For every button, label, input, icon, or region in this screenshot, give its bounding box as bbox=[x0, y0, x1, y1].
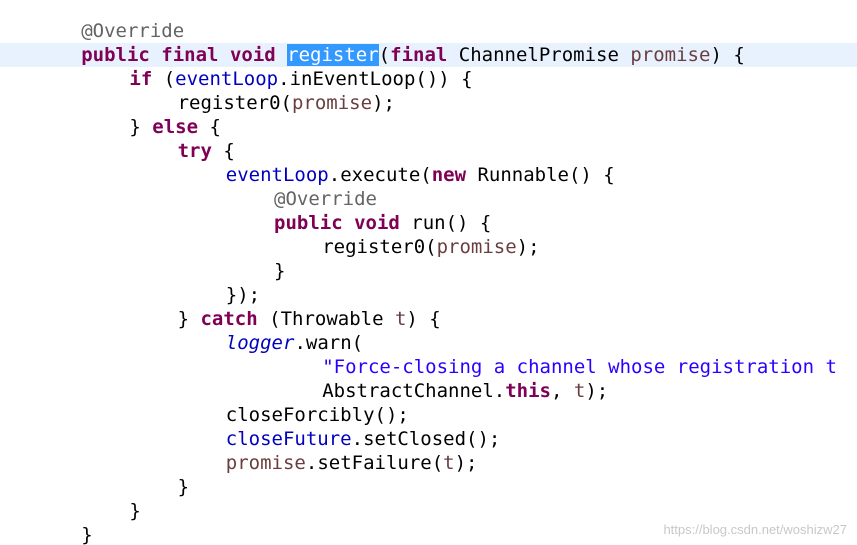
code-text: } bbox=[129, 500, 141, 522]
code-text: ); bbox=[372, 92, 395, 114]
code-text: } bbox=[129, 116, 153, 138]
field: logger bbox=[225, 332, 295, 354]
parameter: promise bbox=[436, 236, 517, 258]
keyword: final bbox=[161, 44, 219, 66]
code-text: AbstractChannel. bbox=[322, 380, 506, 402]
code-text bbox=[276, 44, 287, 66]
code-text: register0( bbox=[177, 92, 292, 114]
code-line[interactable]: public final void register(final Channel… bbox=[81, 43, 745, 67]
code-text bbox=[343, 212, 354, 234]
code-text bbox=[218, 44, 229, 66]
code-text: ChannelPromise bbox=[447, 44, 631, 66]
current-line-highlight bbox=[0, 43, 857, 67]
code-text: .setClosed(); bbox=[351, 428, 501, 450]
code-text: } bbox=[274, 260, 286, 282]
code-line[interactable]: register0(promise); bbox=[322, 235, 539, 259]
code-line[interactable]: } else { bbox=[129, 115, 221, 139]
parameter: t bbox=[443, 452, 455, 474]
keyword: public bbox=[81, 44, 150, 66]
code-line[interactable]: } bbox=[81, 523, 92, 545]
code-line[interactable]: @Override bbox=[81, 19, 184, 43]
keyword: public bbox=[274, 212, 343, 234]
code-line[interactable]: closeForcibly(); bbox=[226, 403, 409, 427]
keyword: catch bbox=[200, 308, 258, 330]
code-line[interactable]: try { bbox=[178, 139, 235, 163]
code-text: { bbox=[211, 140, 235, 162]
code-line[interactable]: if (eventLoop.inEventLoop()) { bbox=[129, 67, 472, 91]
code-line[interactable]: closeFuture.setClosed(); bbox=[226, 427, 501, 451]
code-text: ( bbox=[152, 68, 176, 90]
code-text: } bbox=[81, 524, 93, 545]
parameter: t bbox=[573, 380, 586, 402]
code-line[interactable]: public void run() { bbox=[274, 211, 491, 235]
code-text: , bbox=[550, 380, 574, 402]
keyword: this bbox=[505, 380, 551, 402]
string-literal: "Force-closing a channel whose registrat… bbox=[322, 356, 837, 378]
code-text: .inEventLoop()) { bbox=[278, 68, 473, 90]
watermark-text: https://blog.csdn.net/woshizw27 bbox=[663, 522, 847, 537]
code-line[interactable]: register0(promise); bbox=[178, 91, 395, 115]
keyword: try bbox=[177, 140, 212, 162]
selected-text: register bbox=[287, 44, 379, 66]
code-line[interactable]: logger.warn( bbox=[226, 331, 363, 355]
code-line[interactable]: } bbox=[274, 259, 285, 283]
code-text: Runnable() { bbox=[466, 164, 615, 186]
code-text: ) { bbox=[710, 44, 745, 66]
code-line[interactable]: @Override bbox=[274, 187, 377, 211]
keyword: final bbox=[390, 44, 448, 66]
parameter: promise bbox=[225, 452, 306, 474]
code-line[interactable]: } bbox=[129, 499, 140, 523]
annotation: @Override bbox=[81, 20, 185, 42]
code-line[interactable]: } catch (Throwable t) { bbox=[178, 307, 441, 331]
field: eventLoop bbox=[225, 164, 329, 186]
code-text: } bbox=[177, 308, 201, 330]
code-text: }); bbox=[225, 284, 261, 306]
code-text: ) { bbox=[406, 308, 441, 330]
code-text: .setFailure( bbox=[305, 452, 444, 474]
code-text bbox=[150, 44, 161, 66]
code-text: register0( bbox=[322, 236, 437, 258]
parameter: promise bbox=[291, 92, 373, 114]
code-text: .execute( bbox=[328, 164, 432, 186]
code-line[interactable]: "Force-closing a channel whose registrat… bbox=[322, 355, 837, 379]
code-text: ( bbox=[378, 44, 391, 66]
keyword: if bbox=[129, 68, 153, 90]
field: eventLoop bbox=[175, 68, 279, 90]
code-line[interactable]: }); bbox=[226, 283, 260, 307]
code-text: closeForcibly(); bbox=[225, 404, 409, 426]
code-text: { bbox=[198, 116, 221, 138]
keyword: void bbox=[354, 212, 400, 234]
code-line[interactable]: AbstractChannel.this, t); bbox=[322, 379, 608, 403]
code-line[interactable]: eventLoop.execute(new Runnable() { bbox=[226, 163, 615, 187]
code-text: } bbox=[177, 476, 190, 498]
parameter: promise bbox=[630, 44, 711, 66]
annotation: @Override bbox=[274, 188, 377, 210]
code-text: (Throwable bbox=[257, 308, 395, 330]
code-text: .warn( bbox=[294, 332, 364, 354]
keyword: new bbox=[431, 164, 467, 186]
code-line[interactable]: } bbox=[178, 475, 189, 499]
code-text: run() { bbox=[399, 212, 492, 234]
code-text: ); bbox=[454, 452, 478, 474]
code-line[interactable]: promise.setFailure(t); bbox=[226, 451, 478, 475]
code-text: ); bbox=[516, 236, 540, 258]
field: closeFuture bbox=[225, 428, 352, 450]
code-text: ); bbox=[585, 380, 609, 402]
keyword: else bbox=[152, 116, 199, 138]
parameter: t bbox=[394, 308, 407, 330]
keyword: void bbox=[229, 44, 276, 66]
